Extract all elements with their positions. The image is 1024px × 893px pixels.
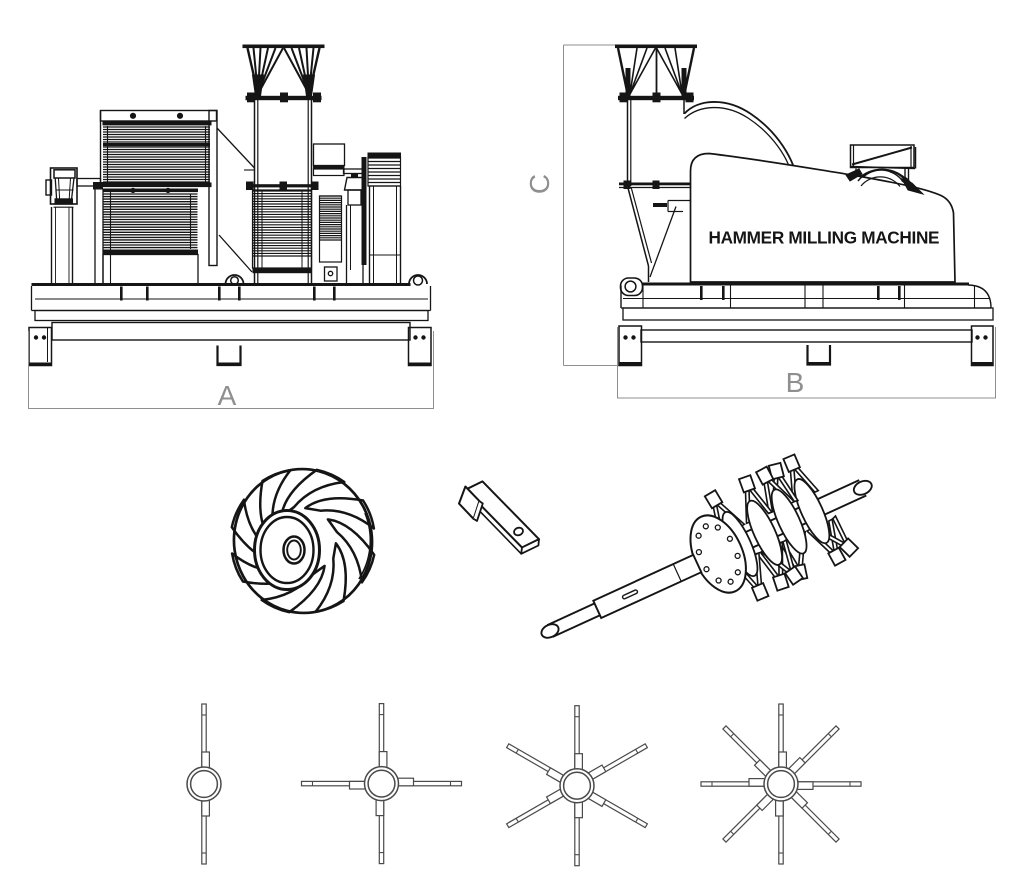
svg-text:A: A [218, 380, 237, 411]
svg-text:B: B [786, 367, 805, 398]
svg-text:HAMMER MILLING MACHINE: HAMMER MILLING MACHINE [709, 228, 940, 248]
svg-text:C: C [524, 174, 555, 194]
